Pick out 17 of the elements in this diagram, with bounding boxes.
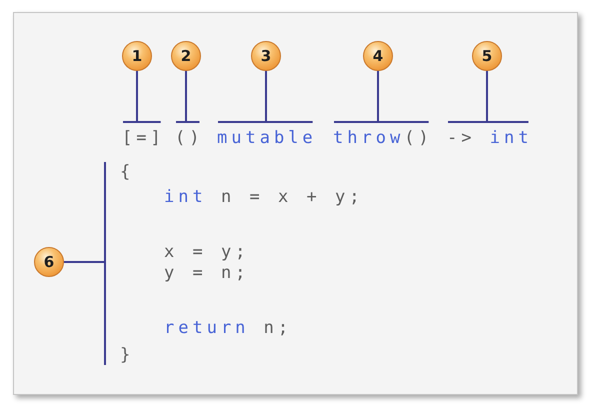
leader-line (63, 161, 106, 366)
code-line: } (120, 344, 134, 366)
leader-line (447, 70, 530, 123)
leader-line (175, 70, 200, 123)
code-fragment: mutable (217, 127, 317, 149)
code-fragment: [=] (122, 127, 165, 149)
code-line: x = y; (164, 241, 250, 263)
code-line: { (120, 161, 134, 183)
code-line: int n = x + y; (164, 186, 364, 208)
code-fragment: () (175, 127, 204, 149)
leader-line (333, 70, 430, 123)
code-line: return n; (164, 317, 292, 339)
code-line: y = n; (164, 262, 250, 284)
leader-line (122, 70, 162, 123)
code-fragment: -> int (447, 127, 532, 149)
code-fragment: throw() (333, 127, 433, 149)
leader-line (217, 70, 314, 123)
